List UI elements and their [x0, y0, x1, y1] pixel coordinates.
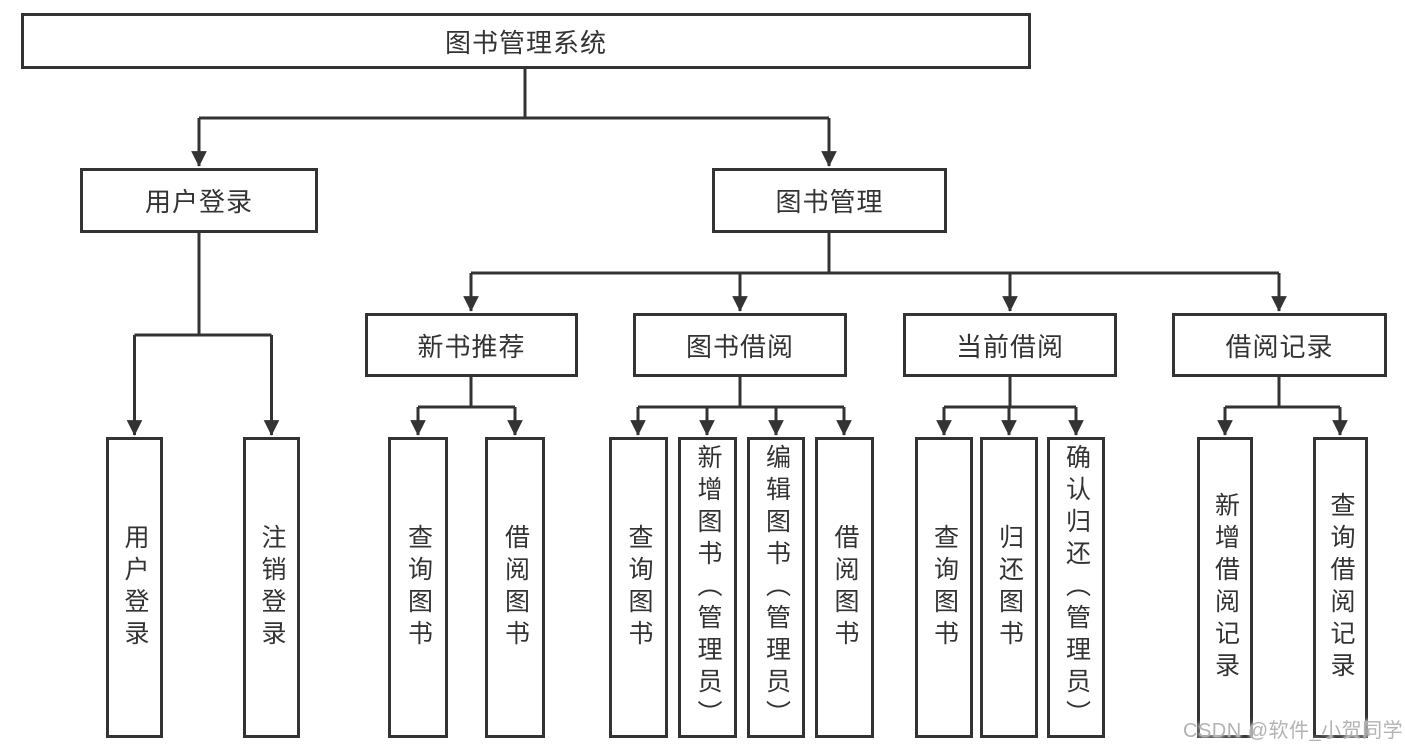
leaf-return-book: 归还图书	[980, 437, 1038, 738]
leaf-confirm-return-admin: 确认归还（管理员）	[1047, 437, 1105, 738]
node-new-book-recommendation: 新书推荐	[365, 313, 578, 377]
leaf-add-borrow-record: 新增借阅记录	[1197, 437, 1253, 738]
leaf-query-books-recommend: 查询图书	[388, 437, 448, 738]
node-user-login: 用户登录	[80, 168, 318, 233]
node-borrowing-records: 借阅记录	[1172, 313, 1387, 377]
leaf-borrow-books-recommend: 借阅图书	[485, 437, 545, 738]
leaf-add-book-admin: 新增图书（管理员）	[678, 437, 737, 738]
node-library-management-system: 图书管理系统	[21, 13, 1031, 69]
leaf-edit-book-admin: 编辑图书（管理员）	[747, 437, 805, 738]
node-book-borrowing: 图书借阅	[633, 313, 847, 377]
leaf-query-books-current: 查询图书	[915, 437, 973, 738]
node-book-management: 图书管理	[712, 168, 947, 233]
watermark: CSDN @软件_小贺同学	[1183, 720, 1404, 742]
leaf-borrow-books: 借阅图书	[815, 437, 874, 738]
leaf-query-books-borrow: 查询图书	[609, 437, 668, 738]
leaf-logout: 注销登录	[243, 437, 300, 738]
node-current-borrowing: 当前借阅	[903, 313, 1117, 377]
leaf-user-login: 用户登录	[106, 437, 163, 738]
leaf-query-borrow-record: 查询借阅记录	[1313, 437, 1368, 738]
